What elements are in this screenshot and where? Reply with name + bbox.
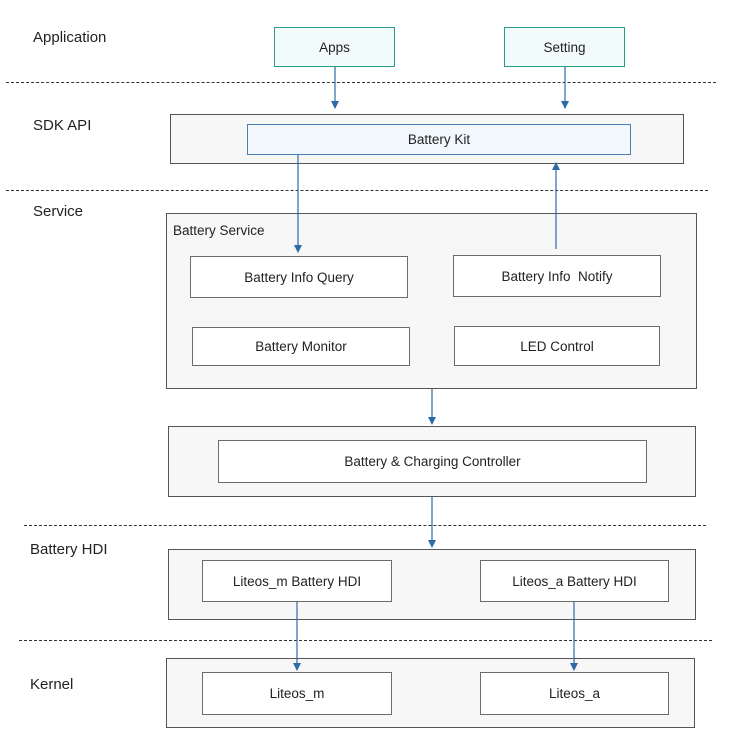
battery-service-title: Battery Service — [173, 223, 265, 238]
layer-divider-service-hdi — [24, 525, 706, 526]
battery-info-notify-box[interactable]: Battery Info Notify — [453, 255, 661, 297]
layer-label-kernel: Kernel — [30, 676, 74, 693]
liteos-a-kernel-box[interactable]: Liteos_a — [480, 672, 669, 715]
battery-kit-box[interactable]: Battery Kit — [247, 124, 631, 155]
layer-label-sdk-api: SDK API — [33, 117, 92, 134]
layer-divider-hdi-kernel — [19, 640, 712, 641]
layer-label-application: Application — [33, 29, 107, 46]
led-control-box[interactable]: LED Control — [454, 326, 660, 366]
layer-divider-sdk-service — [6, 190, 708, 191]
battery-info-query-box[interactable]: Battery Info Query — [190, 256, 408, 298]
liteos-m-kernel-box[interactable]: Liteos_m — [202, 672, 392, 715]
layer-label-service: Service — [33, 203, 84, 220]
battery-monitor-box[interactable]: Battery Monitor — [192, 327, 410, 366]
battery-charging-controller-box[interactable]: Battery & Charging Controller — [218, 440, 647, 483]
liteos-a-battery-hdi-box[interactable]: Liteos_a Battery HDI — [480, 560, 669, 602]
layer-label-battery-hdi: Battery HDI — [30, 541, 108, 558]
liteos-m-battery-hdi-box[interactable]: Liteos_m Battery HDI — [202, 560, 392, 602]
layer-divider-app-sdk — [6, 82, 716, 83]
apps-box[interactable]: Apps — [274, 27, 395, 67]
setting-box[interactable]: Setting — [504, 27, 625, 67]
